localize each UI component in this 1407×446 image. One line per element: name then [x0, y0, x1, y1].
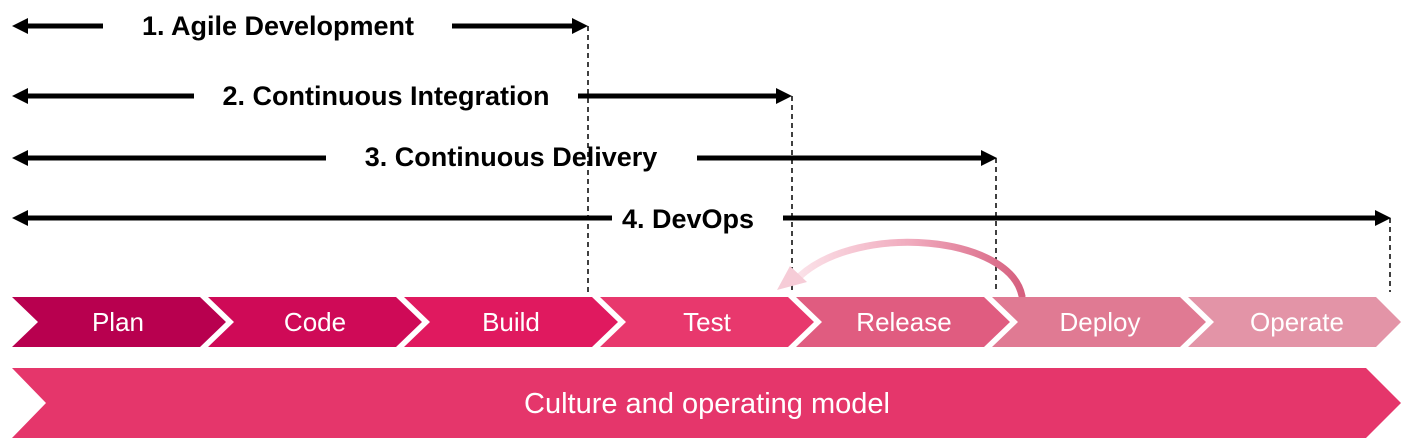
stage-build-label: Build: [482, 307, 540, 337]
stage-deploy-label: Deploy: [1060, 307, 1141, 337]
span-ci-arrowhead-left: [12, 88, 28, 104]
span-continuous-integration: 2. Continuous Integration: [12, 81, 792, 111]
stage-operate-shape: [1188, 297, 1401, 347]
stage-release-shape: [796, 297, 1010, 347]
stage-plan-shape: [12, 297, 226, 347]
stage-plan: Plan: [12, 297, 226, 347]
span-ci-arrowhead-right: [776, 88, 792, 104]
stage-test: Test: [600, 297, 814, 347]
span-devops-arrowhead-left: [12, 210, 28, 226]
span-boundary-lines: [587, 26, 1391, 292]
feedback-loop-curve: [796, 238, 1026, 300]
stage-code-shape: [208, 297, 422, 347]
foundation-band: Culture and operating model: [12, 368, 1401, 438]
feedback-loop-arrowhead: [777, 266, 807, 290]
span-cd-label: 3. Continuous Delivery: [365, 142, 658, 172]
span-agile-arrowhead-right: [572, 18, 588, 34]
stage-chevrons: Plan Code Build Test Release Deploy Oper…: [12, 297, 1401, 347]
stage-operate: Operate: [1188, 297, 1401, 347]
span-devops-label: 4. DevOps: [622, 204, 754, 234]
foundation-band-shape: [12, 368, 1401, 438]
foundation-label: Culture and operating model: [524, 388, 890, 420]
stage-release: Release: [796, 297, 1010, 347]
stage-code-label: Code: [284, 307, 346, 337]
span-devops-arrowhead-right: [1375, 210, 1391, 226]
stage-test-label: Test: [683, 307, 731, 337]
span-cd-arrowhead-left: [12, 150, 28, 166]
stage-test-shape: [600, 297, 814, 347]
stage-plan-label: Plan: [92, 307, 144, 337]
span-cd-arrowhead-right: [981, 150, 997, 166]
stage-operate-label: Operate: [1250, 307, 1344, 337]
stage-build: Build: [404, 297, 618, 347]
stage-code: Code: [208, 297, 422, 347]
stage-build-shape: [404, 297, 618, 347]
span-agile-development: 1. Agile Development: [12, 11, 588, 41]
stage-deploy: Deploy: [992, 297, 1206, 347]
span-devops: 4. DevOps: [12, 204, 1391, 234]
span-continuous-delivery: 3. Continuous Delivery: [12, 142, 997, 172]
feedback-loop-arrow: [777, 238, 1026, 300]
span-arrows: 1. Agile Development 2. Continuous Integ…: [12, 11, 1391, 234]
stage-deploy-shape: [992, 297, 1206, 347]
span-ci-label: 2. Continuous Integration: [223, 81, 550, 111]
span-agile-arrowhead-left: [12, 18, 28, 34]
stage-release-label: Release: [856, 307, 951, 337]
span-agile-label: 1. Agile Development: [142, 11, 414, 41]
